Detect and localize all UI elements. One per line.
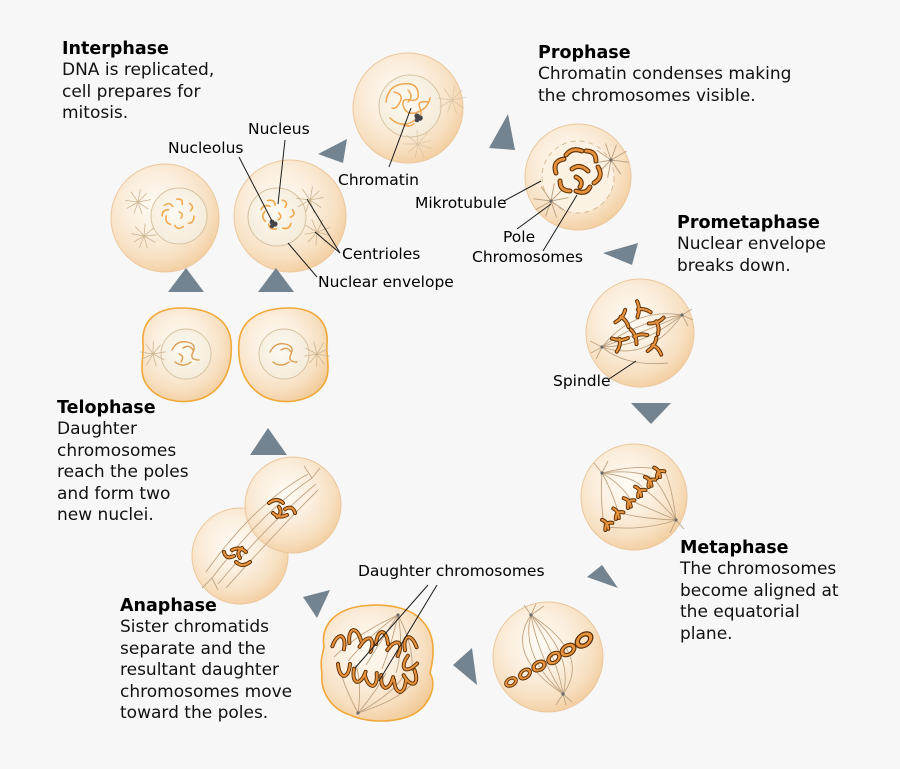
phase-title: Metaphase bbox=[680, 538, 789, 558]
arrow-early-anaphase-to-anaphase bbox=[453, 648, 477, 685]
arrow-telophase-to-daughters bbox=[250, 428, 287, 455]
interphase-cell-left bbox=[110, 163, 220, 273]
leader-nucleus bbox=[277, 139, 286, 205]
early-anaphase-cell bbox=[492, 601, 604, 713]
leader-chromatin bbox=[388, 107, 412, 168]
leader-centrioles-2 bbox=[314, 231, 341, 254]
chromatin-tangle bbox=[269, 342, 298, 366]
leader-chromosomes bbox=[542, 194, 578, 252]
label-centrioles: Centrioles bbox=[342, 245, 421, 263]
phase-title: Prophase bbox=[538, 43, 631, 63]
label-nucleus: Nucleus bbox=[248, 120, 310, 138]
arrow-prophase-to-prometaphase bbox=[603, 243, 638, 265]
arrow-daughters-to-interphase-right bbox=[258, 268, 294, 292]
leader-spindle bbox=[608, 360, 637, 380]
spindle-fibers bbox=[201, 465, 321, 591]
phase-title: Telophase bbox=[57, 398, 156, 418]
arrow-metaphase-to-early-anaphase bbox=[587, 565, 618, 588]
metaphase-cell bbox=[580, 443, 688, 551]
spindle-fibers bbox=[522, 603, 573, 706]
arrow-anaphase-to-telophase bbox=[303, 590, 330, 618]
interphase-cell-right bbox=[233, 159, 347, 273]
arrow-daughters-to-interphase-left bbox=[168, 268, 204, 292]
prophase-cell bbox=[524, 123, 632, 231]
leader-nucleolus bbox=[238, 156, 273, 222]
phase-metaphase: Metaphase The chromosomes become aligned… bbox=[680, 538, 839, 644]
phase-telophase: Telophase Daughter chromosomes reach the… bbox=[57, 398, 189, 525]
phase-prometaphase: Prometaphase Nuclear envelope breaks dow… bbox=[677, 213, 826, 276]
anaphase-cell bbox=[320, 604, 434, 722]
label-nucleolus: Nucleolus bbox=[168, 139, 244, 157]
leader-pole bbox=[516, 203, 552, 230]
daughter-cell-left bbox=[136, 307, 233, 403]
daughter-cell-right bbox=[237, 307, 334, 403]
phase-title: Anaphase bbox=[120, 596, 217, 616]
label-chromosomes: Chromosomes bbox=[472, 248, 584, 266]
spindle-fibers bbox=[589, 308, 694, 365]
chromatin-tangle bbox=[171, 340, 200, 366]
prometaphase-cell bbox=[585, 278, 695, 388]
label-nuclear-envelope: Nuclear envelope bbox=[318, 273, 454, 291]
label-mikrotubule: Mikrotubule bbox=[415, 194, 507, 212]
arrow-prometaphase-to-metaphase bbox=[631, 403, 671, 424]
label-daughter-chromosomes: Daughter chromosomes bbox=[358, 562, 545, 580]
phase-interphase: Interphase DNA is replicated, cell prepa… bbox=[62, 39, 215, 123]
cycle-arrows bbox=[168, 114, 671, 685]
telophase-cell bbox=[191, 456, 342, 605]
leader-daughter-chromosomes-1 bbox=[354, 584, 429, 669]
g2-cell bbox=[352, 52, 467, 164]
arrow-g2-to-prophase bbox=[489, 114, 515, 150]
leader-mikrotubule bbox=[503, 180, 542, 202]
leader-nuclear-envelope bbox=[287, 242, 318, 278]
leader-daughter-chromosomes-2 bbox=[378, 584, 438, 682]
nucleolus-blob bbox=[269, 219, 278, 229]
label-pole: Pole bbox=[503, 228, 536, 246]
label-spindle: Spindle bbox=[553, 372, 611, 390]
phase-title: Interphase bbox=[62, 39, 169, 59]
leader-lines bbox=[238, 107, 637, 682]
nucleolus-blob bbox=[414, 113, 423, 123]
leader-centrioles-1 bbox=[306, 198, 341, 254]
arrow-interphase-to-g2 bbox=[318, 139, 347, 163]
phase-anaphase: Anaphase Sister chromatids separate and … bbox=[120, 596, 293, 723]
phase-prophase: Prophase Chromatin condenses making the … bbox=[538, 43, 792, 106]
label-chromatin: Chromatin bbox=[338, 171, 419, 189]
phase-title: Prometaphase bbox=[677, 213, 820, 233]
